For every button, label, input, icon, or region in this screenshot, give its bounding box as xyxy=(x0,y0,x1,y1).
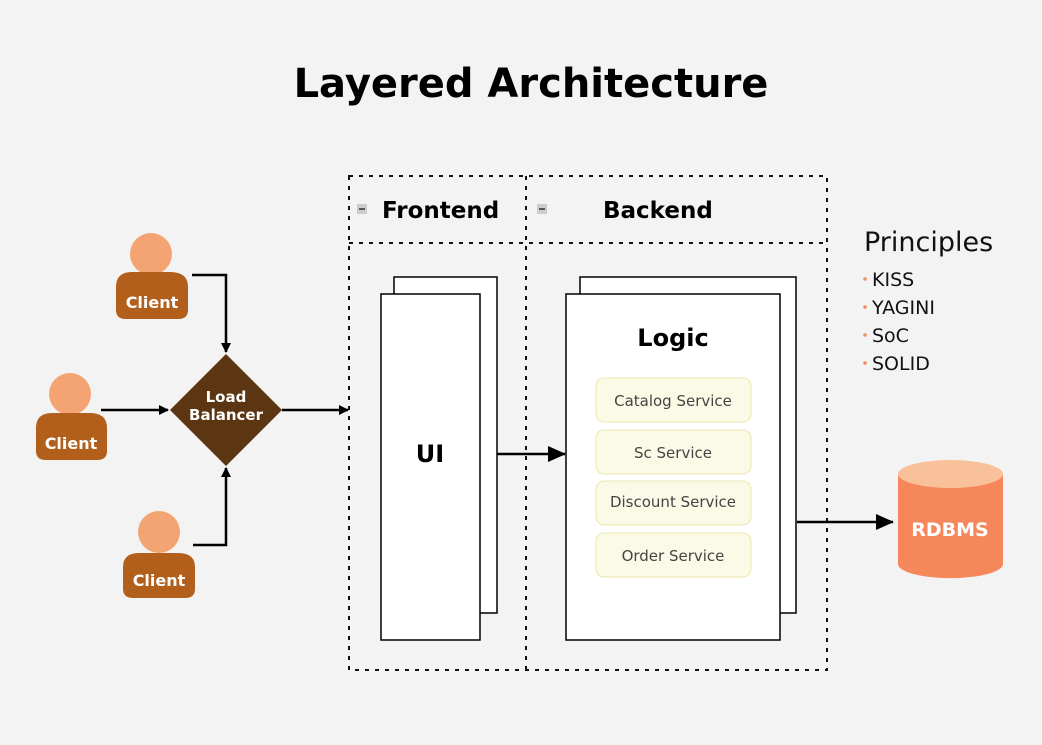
client-label: Client xyxy=(45,434,98,453)
principle-item: SOLID xyxy=(872,353,930,375)
backend-label: Backend xyxy=(603,198,713,224)
frontend-label: Frontend xyxy=(382,198,499,224)
ui-component xyxy=(380,293,481,641)
load-balancer-label: Balancer xyxy=(189,406,264,424)
service-discount xyxy=(595,480,752,526)
connector-arrows xyxy=(101,273,894,547)
arrow-client3-lb xyxy=(193,467,231,547)
principle-item: YAGINI xyxy=(871,297,935,319)
database-cylinder-icon: RDBMS xyxy=(898,460,1003,579)
logic-label: Logic xyxy=(637,324,708,352)
service-order xyxy=(595,532,752,578)
service-label: Catalog Service xyxy=(614,392,732,410)
ui-label: UI xyxy=(416,440,444,468)
client-label: Client xyxy=(133,571,186,590)
principle-item: KISS xyxy=(872,269,914,291)
database-label: RDBMS xyxy=(911,519,988,541)
client-user-icon: Client xyxy=(123,511,195,598)
service-label: Sc Service xyxy=(634,444,712,462)
client-user-icon: Client xyxy=(116,233,188,319)
client-label: Client xyxy=(126,293,179,312)
service-label: Order Service xyxy=(622,547,725,565)
principle-item: SoC xyxy=(872,325,909,347)
service-sc xyxy=(595,429,752,475)
diagram-title: Layered Architecture xyxy=(294,61,769,107)
service-catalog xyxy=(595,377,752,423)
service-list: Catalog Service Sc Service Discount Serv… xyxy=(595,377,752,578)
principles-list: KISS YAGINI SoC SOLID xyxy=(863,269,935,375)
load-balancer-label: Load xyxy=(206,388,247,406)
client-user-icon: Client xyxy=(36,373,107,460)
layer-container xyxy=(348,175,828,671)
service-label: Discount Service xyxy=(610,493,736,511)
arrow-client1-lb xyxy=(192,273,231,353)
load-balancer-diamond xyxy=(170,354,282,466)
principles-title: Principles xyxy=(864,227,993,258)
